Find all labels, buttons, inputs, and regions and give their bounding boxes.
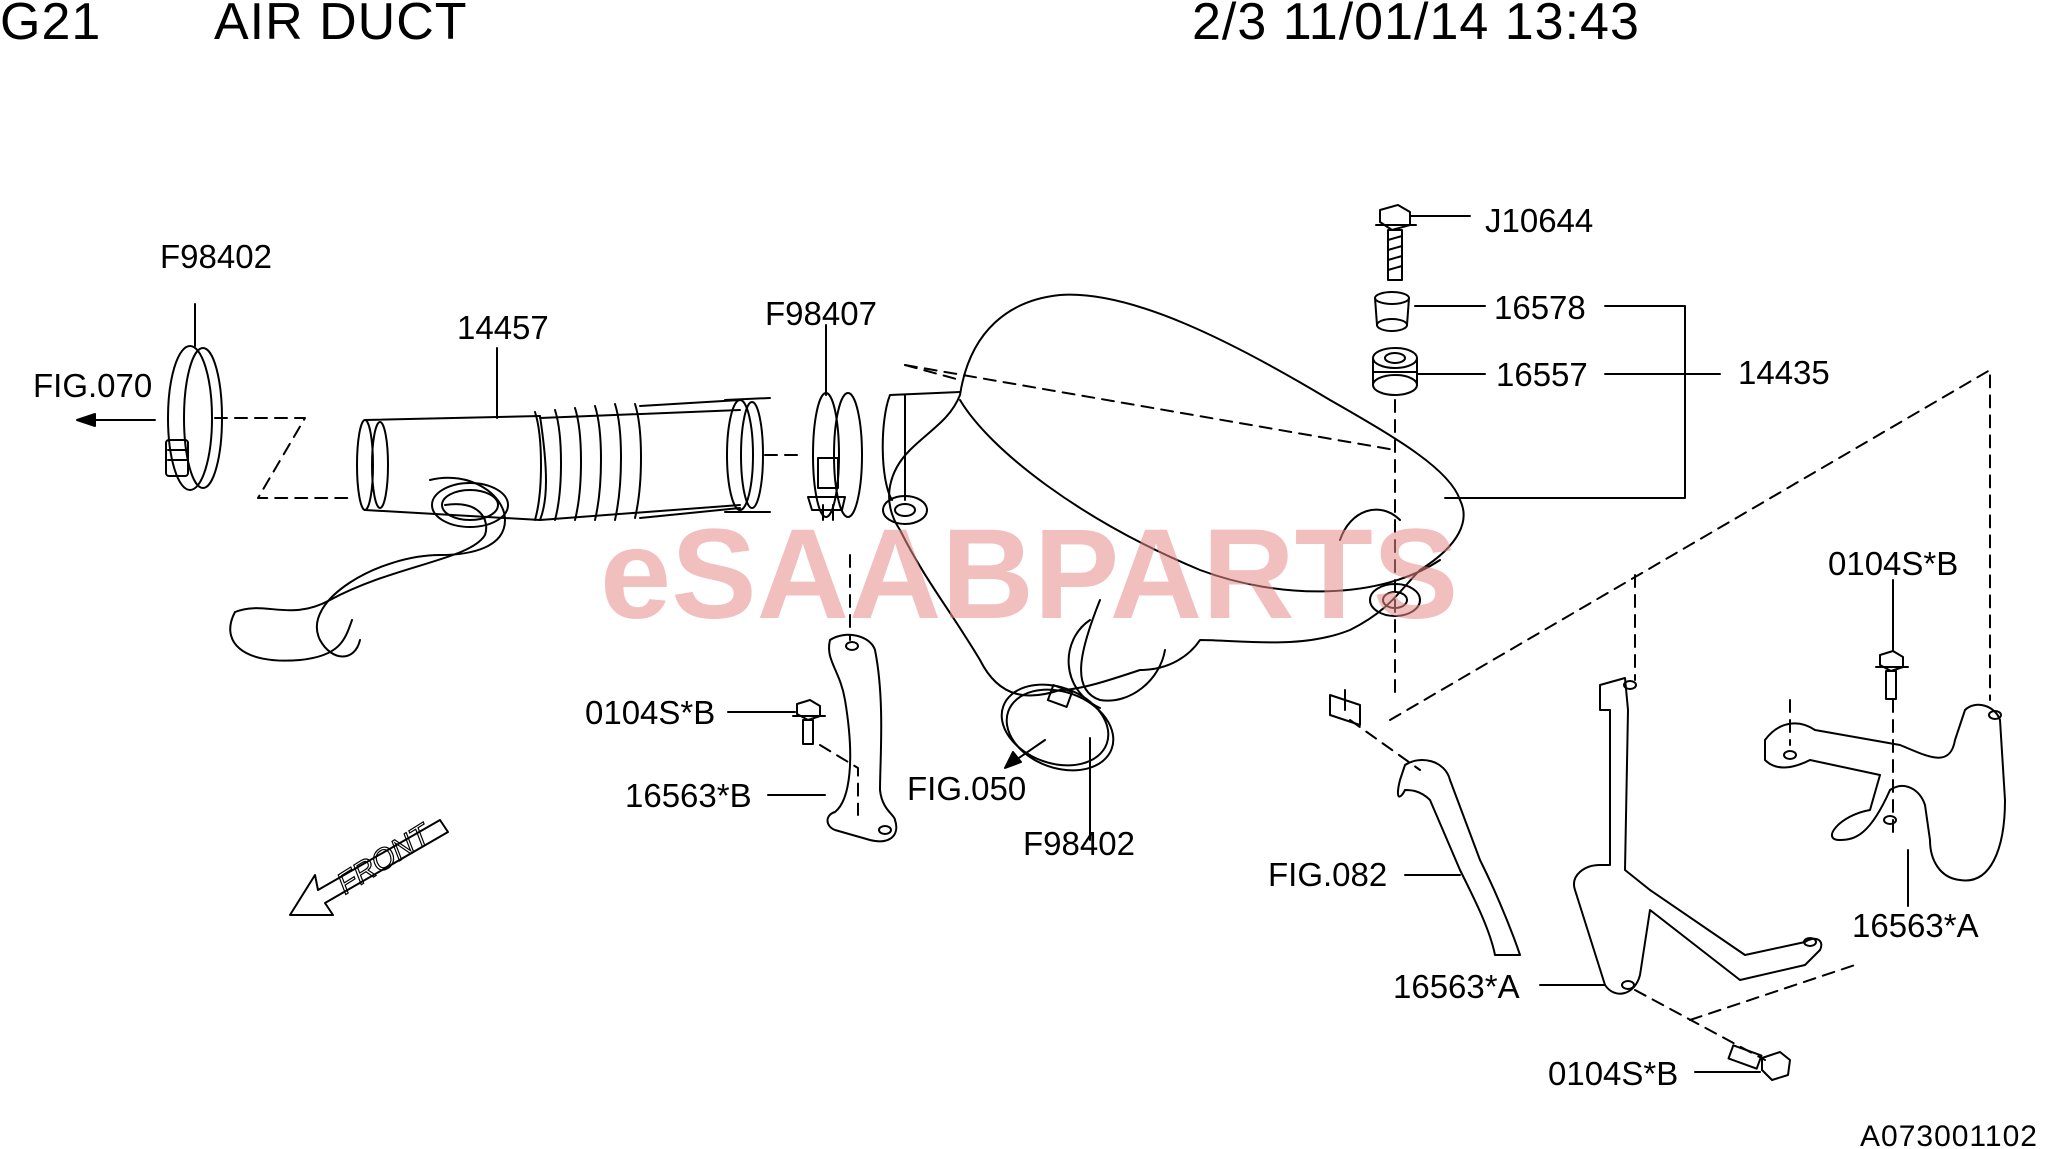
hose-fig082[interactable] bbox=[1396, 759, 1521, 956]
callout-f98407[interactable]: F98407 bbox=[765, 295, 877, 332]
callout-16578[interactable]: 16578 bbox=[1494, 289, 1586, 326]
bracket-16563a-center[interactable] bbox=[1573, 677, 1823, 995]
resonator-body-14435[interactable] bbox=[881, 293, 1465, 726]
hose-clamp-f98407[interactable] bbox=[807, 392, 863, 521]
callout-fig082[interactable]: FIG.082 bbox=[1268, 856, 1387, 893]
grommet-16557[interactable] bbox=[1372, 347, 1418, 396]
page-title: AIR DUCT bbox=[214, 0, 468, 51]
callout-fig070[interactable]: FIG.070 bbox=[33, 367, 152, 404]
callout-0104sb-left[interactable]: 0104S*B bbox=[585, 694, 715, 731]
callout-f98402-top[interactable]: F98402 bbox=[160, 238, 272, 275]
leader-lines bbox=[76, 215, 1909, 1073]
callout-16557[interactable]: 16557 bbox=[1496, 356, 1588, 393]
front-direction-arrow bbox=[289, 819, 449, 916]
hose-clamp-f98402-bottom[interactable] bbox=[990, 670, 1124, 784]
bracket-16563a-right[interactable] bbox=[1764, 703, 2006, 882]
bolt-0104sb-left[interactable] bbox=[792, 699, 826, 745]
callout-14457[interactable]: 14457 bbox=[457, 309, 549, 346]
callout-f98402-bottom[interactable]: F98402 bbox=[1023, 825, 1135, 862]
watermark-prefix: eSAAB bbox=[600, 503, 1034, 646]
callout-16563b[interactable]: 16563*B bbox=[625, 777, 752, 814]
callout-16563a-right[interactable]: 16563*A bbox=[1852, 907, 1979, 944]
watermark-suffix: PARTS bbox=[1034, 503, 1458, 646]
callout-0104sb-bottom[interactable]: 0104S*B bbox=[1548, 1055, 1678, 1092]
front-label: FRONT bbox=[331, 817, 438, 901]
collar-16578[interactable] bbox=[1374, 291, 1410, 332]
callout-j10644[interactable]: J10644 bbox=[1485, 202, 1593, 239]
drawing-code: A073001102 bbox=[1860, 1120, 2038, 1149]
intake-duct-14457[interactable] bbox=[229, 397, 771, 662]
callout-14435[interactable]: 14435 bbox=[1738, 354, 1830, 391]
bolt-0104sb-bottom[interactable] bbox=[1727, 1044, 1791, 1081]
watermark-logo: eSAABPARTS bbox=[600, 503, 1458, 646]
callout-0104sb-right[interactable]: 0104S*B bbox=[1828, 545, 1958, 582]
bolt-0104sb-right[interactable] bbox=[1875, 650, 1909, 700]
callout-16563a-center[interactable]: 16563*A bbox=[1393, 968, 1520, 1005]
page-date: 2/3 11/01/14 13:43 bbox=[1192, 0, 1640, 51]
callout-fig050[interactable]: FIG.050 bbox=[907, 770, 1026, 807]
hose-clamp-f98402-left[interactable] bbox=[165, 345, 223, 491]
group-code: G21 bbox=[0, 0, 102, 51]
bolt-j10644[interactable] bbox=[1375, 204, 1417, 281]
bracket-16563b[interactable] bbox=[826, 633, 898, 843]
assembly-dashed-lines bbox=[214, 364, 1991, 1061]
